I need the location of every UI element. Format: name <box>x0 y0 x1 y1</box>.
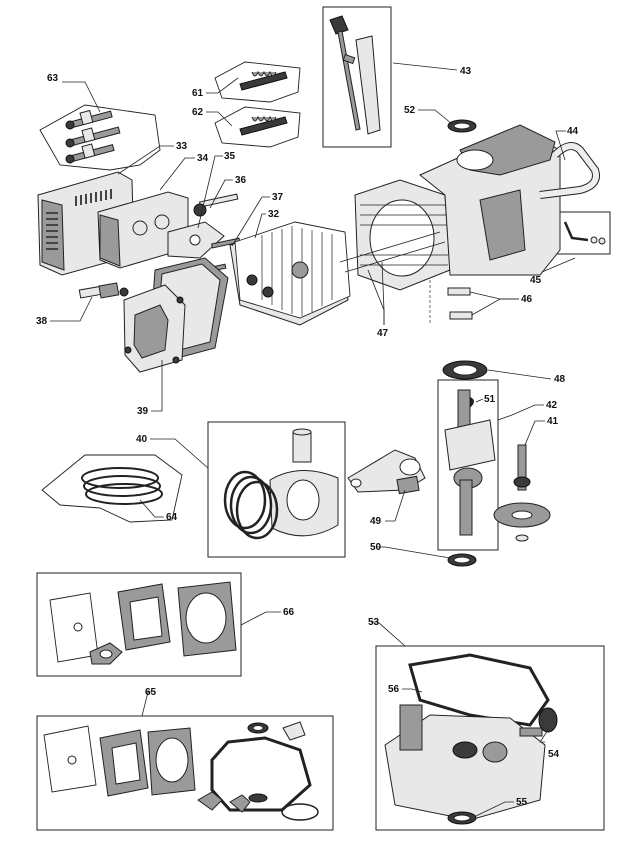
dowel-pins-46 <box>429 280 473 325</box>
woodruff-key-51 <box>470 397 474 408</box>
callout-53: 53 <box>368 617 380 628</box>
callout-64: 64 <box>166 512 178 523</box>
valve-spring-bag-61 <box>214 61 301 103</box>
callout-43: 43 <box>460 66 472 77</box>
spark-plug-38 <box>78 282 129 299</box>
callout-36: 36 <box>235 175 247 186</box>
callout-40: 40 <box>136 434 148 445</box>
callout-65: 65 <box>145 687 157 698</box>
valve-spring-bag-62 <box>214 106 301 148</box>
callout-66: 66 <box>283 607 295 618</box>
callout-50: 50 <box>370 542 382 553</box>
callout-32: 32 <box>268 209 280 220</box>
oil-seal-55 <box>447 811 477 825</box>
callout-35: 35 <box>224 151 236 162</box>
camshaft-41 <box>493 444 551 542</box>
callout-41: 41 <box>547 416 559 427</box>
cylinder-block <box>354 124 561 291</box>
dipstick-group-box <box>322 6 392 148</box>
callout-45: 45 <box>530 275 542 286</box>
callout-47: 47 <box>377 328 389 339</box>
callout-37: 37 <box>272 192 284 203</box>
cylinder-head-32 <box>229 221 351 326</box>
callout-46: 46 <box>521 294 533 305</box>
callout-51: 51 <box>484 394 496 405</box>
gasket-set-65-box <box>36 715 334 831</box>
callout-38: 38 <box>36 316 48 327</box>
callout-54: 54 <box>548 749 560 760</box>
callout-63: 63 <box>47 73 59 84</box>
callout-42: 42 <box>546 400 558 411</box>
crankshaft-42 <box>444 389 496 536</box>
callout-61: 61 <box>192 88 204 99</box>
bearing-48 <box>442 360 488 380</box>
callout-52: 52 <box>404 105 416 116</box>
clip-45 <box>563 221 606 245</box>
studs-47 <box>339 231 446 273</box>
clip-box <box>551 211 611 255</box>
piston-kit-40 <box>223 428 339 540</box>
washer-50 <box>447 553 477 567</box>
callout-56: 56 <box>388 684 400 695</box>
dipstick-tube-43 <box>329 15 381 135</box>
callout-33: 33 <box>176 141 188 152</box>
leader-lines <box>50 62 576 817</box>
crank-group-box <box>437 379 499 551</box>
piston-group-box <box>207 421 346 558</box>
crankcase-cover-box <box>375 645 605 831</box>
callout-48: 48 <box>554 374 566 385</box>
crankcase-cover-53 <box>384 653 558 821</box>
callout-62: 62 <box>192 107 204 118</box>
callout-44: 44 <box>567 126 579 137</box>
gasket-set-66-parts <box>49 581 237 665</box>
callout-labels: 63 61 62 43 52 44 33 34 35 36 37 32 38 3… <box>36 66 579 808</box>
callout-49: 49 <box>370 516 382 527</box>
connecting-rod-49 <box>347 449 426 495</box>
piston-ring-bag-64 <box>41 454 183 523</box>
bolt-bag-63 <box>39 104 161 171</box>
callout-34: 34 <box>197 153 209 164</box>
gasket-set-65-parts <box>43 721 319 821</box>
callout-55: 55 <box>516 797 528 808</box>
callout-39: 39 <box>137 406 149 417</box>
rocker-cover-39 <box>123 257 229 373</box>
gasket-set-66-box <box>36 572 242 677</box>
